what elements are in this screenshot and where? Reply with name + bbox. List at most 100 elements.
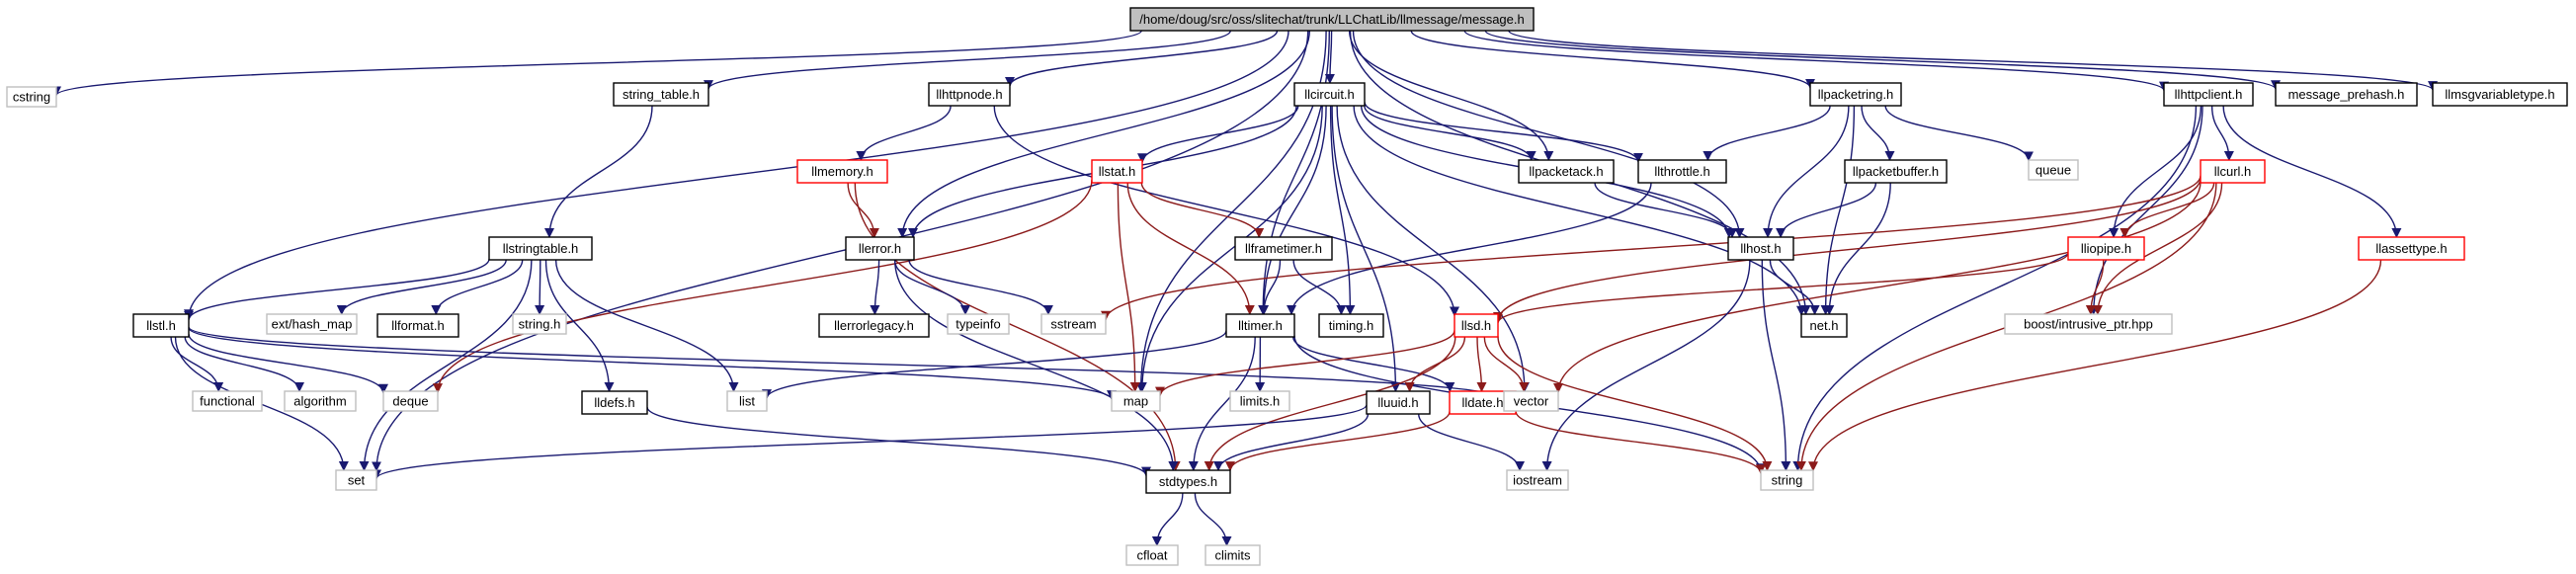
node-typeinfo: typeinfo [947, 313, 1010, 335]
edge-llstl-to-algorithm [184, 336, 304, 392]
node-label-message: /home/doug/src/oss/slitechat/trunk/LLCha… [1139, 12, 1524, 27]
node-set: set [335, 469, 377, 491]
node-lluuid[interactable]: lluuid.h [1366, 390, 1431, 415]
edge-message-to-llhttpnode [1005, 30, 1279, 87]
node-label-lltimer: lltimer.h [1238, 318, 1283, 333]
node-boost_ptr: boost/intrusive_ptr.hpp [2004, 313, 2173, 335]
node-label-string_table: string_table.h [623, 87, 700, 102]
node-box-llstringtable [488, 236, 593, 261]
node-label-ext_hash_map: ext/hash_map [272, 317, 353, 332]
node-llhttpclient[interactable]: llhttpclient.h [2163, 82, 2254, 107]
nodes-layer: /home/doug/src/oss/slitechat/trunk/LLCha… [6, 7, 2568, 566]
node-message_prehash[interactable]: message_prehash.h [2275, 82, 2418, 107]
node-string_h: string.h [512, 313, 567, 335]
node-box-message_prehash [2275, 82, 2418, 107]
node-box-llerrorlegacy [818, 313, 930, 338]
node-llstringtable[interactable]: llstringtable.h [488, 236, 593, 261]
node-lldate[interactable]: lldate.h [1449, 390, 1517, 415]
edge-message-to-cstring [51, 30, 1142, 97]
node-label-llstringtable: llstringtable.h [503, 241, 579, 256]
edge-llcurl-to-lliopipe [2119, 182, 2215, 238]
node-label-typeinfo: typeinfo [956, 317, 1001, 332]
edge-llerror-to-llerrorlegacy [870, 259, 880, 315]
node-box-llcurl [2200, 159, 2266, 184]
node-stdtypes[interactable]: stdtypes.h [1145, 469, 1231, 494]
node-llassettype[interactable]: llassettype.h [2358, 236, 2465, 261]
node-algorithm: algorithm [284, 390, 357, 412]
node-llframetimer[interactable]: llframetimer.h [1234, 236, 1333, 261]
node-llstat[interactable]: llstat.h [1091, 159, 1143, 184]
node-llmemory[interactable]: llmemory.h [796, 159, 888, 184]
node-box-map [1111, 390, 1161, 412]
node-llsd[interactable]: llsd.h [1454, 313, 1499, 338]
node-label-llstat: llstat.h [1099, 164, 1136, 179]
edge-llframetimer-to-timing [1292, 259, 1347, 315]
node-box-llassettype [2358, 236, 2465, 261]
node-llmsgvariabletype[interactable]: llmsgvariabletype.h [2432, 82, 2568, 107]
node-box-llhost [1727, 236, 1794, 261]
edge-lltimer-to-list [762, 330, 1227, 400]
node-box-llhttpnode [928, 82, 1011, 107]
node-llpacketbuffer[interactable]: llpacketbuffer.h [1844, 159, 1948, 184]
node-box-list [726, 390, 768, 412]
node-llpacketring[interactable]: llpacketring.h [1809, 82, 1902, 107]
node-box-net [1800, 313, 1848, 338]
node-label-llframetimer: llframetimer.h [1245, 241, 1322, 256]
node-list: list [726, 390, 768, 412]
node-label-cstring: cstring [13, 90, 50, 105]
node-llerrorlegacy[interactable]: llerrorlegacy.h [818, 313, 930, 338]
edge-lluuid-to-set [372, 404, 1368, 480]
node-llhttpnode[interactable]: llhttpnode.h [928, 82, 1011, 107]
node-label-llmemory: llmemory.h [811, 164, 873, 179]
node-llhost[interactable]: llhost.h [1727, 236, 1794, 261]
node-box-lluuid [1366, 390, 1431, 415]
node-llerror[interactable]: llerror.h [845, 236, 915, 261]
edge-llcurl-to-sstream [1101, 175, 2202, 321]
edge-llstringtable-to-llformat [431, 259, 524, 315]
node-lltimer[interactable]: lltimer.h [1225, 313, 1295, 338]
edge-message-to-message_prehash [1484, 30, 2281, 91]
node-box-boost_ptr [2004, 313, 2173, 335]
node-label-llerrorlegacy: llerrorlegacy.h [834, 318, 914, 333]
node-timing[interactable]: timing.h [1318, 313, 1384, 338]
edge-llhttpclient-to-string [1792, 105, 2198, 471]
node-llformat[interactable]: llformat.h [376, 313, 459, 338]
node-llthrottle[interactable]: llthrottle.h [1637, 159, 1727, 184]
node-string: string [1760, 469, 1814, 491]
edge-stdtypes-to-cfloat [1151, 492, 1184, 546]
edge-llstat-to-lltimer [1126, 182, 1255, 315]
node-lliopipe[interactable]: lliopipe.h [2067, 236, 2145, 261]
edge-llpacketring-to-net [1820, 105, 1856, 315]
node-box-algorithm [284, 390, 357, 412]
node-label-stdtypes: stdtypes.h [1159, 474, 1217, 489]
node-box-llmemory [796, 159, 888, 184]
edge-llcircuit-to-vector [1336, 105, 1530, 392]
edge-llthrottle-to-lltimer [1287, 182, 1652, 315]
node-box-llpacketbuffer [1844, 159, 1948, 184]
node-label-llcurl: llcurl.h [2214, 164, 2252, 179]
edge-llhttpclient-to-llcurl [2210, 105, 2234, 161]
node-llcircuit[interactable]: llcircuit.h [1293, 82, 1366, 107]
node-box-deque [382, 390, 439, 412]
node-sstream: sstream [1040, 313, 1107, 335]
node-net[interactable]: net.h [1800, 313, 1848, 338]
edge-llcircuit-to-llthrottle [1364, 102, 1643, 163]
node-string_table[interactable]: string_table.h [613, 82, 709, 107]
node-llcurl[interactable]: llcurl.h [2200, 159, 2266, 184]
node-label-string: string [1772, 473, 1803, 488]
edge-message-to-llcircuit [1324, 30, 1335, 84]
edge-llcurl-to-llsd [1493, 178, 2202, 322]
node-label-llmsgvariabletype: llmsgvariabletype.h [2445, 87, 2554, 102]
edge-llmemory-to-stdtypes [854, 182, 1181, 471]
edge-llstl-to-vector [188, 326, 1509, 401]
node-box-climits [1205, 544, 1261, 566]
node-llstl[interactable]: llstl.h [132, 313, 190, 338]
edge-message-to-llerror [897, 30, 1310, 238]
edge-message-to-llstl [184, 30, 1289, 320]
node-lldefs[interactable]: lldefs.h [581, 390, 648, 415]
node-llpacketack[interactable]: llpacketack.h [1518, 159, 1615, 184]
node-label-list: list [739, 394, 755, 409]
node-label-climits: climits [1214, 548, 1251, 563]
edge-llstringtable-to-llstl [184, 258, 490, 321]
node-box-llhttpclient [2163, 82, 2254, 107]
